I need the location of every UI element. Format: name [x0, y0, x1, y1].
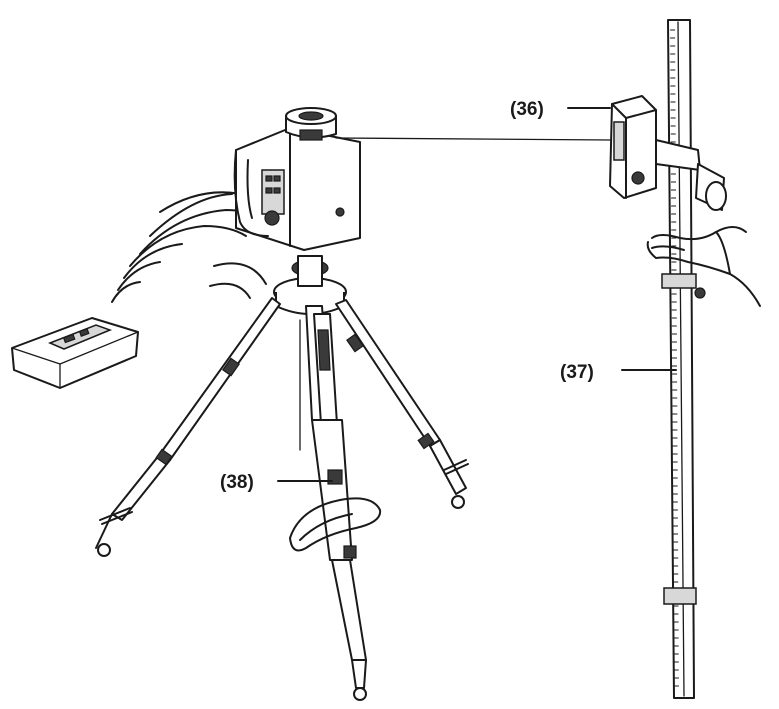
remote-control [11, 317, 139, 389]
label-receiver: (36) [510, 99, 544, 120]
laser-receiver [609, 95, 727, 211]
measuring-staff [661, 19, 706, 699]
hand [646, 226, 761, 307]
signal-arcs [111, 191, 267, 303]
rotation-laser [233, 107, 613, 251]
label-tripod: (38) [220, 472, 254, 493]
tripod [95, 255, 469, 701]
label-staff: (37) [560, 362, 594, 383]
